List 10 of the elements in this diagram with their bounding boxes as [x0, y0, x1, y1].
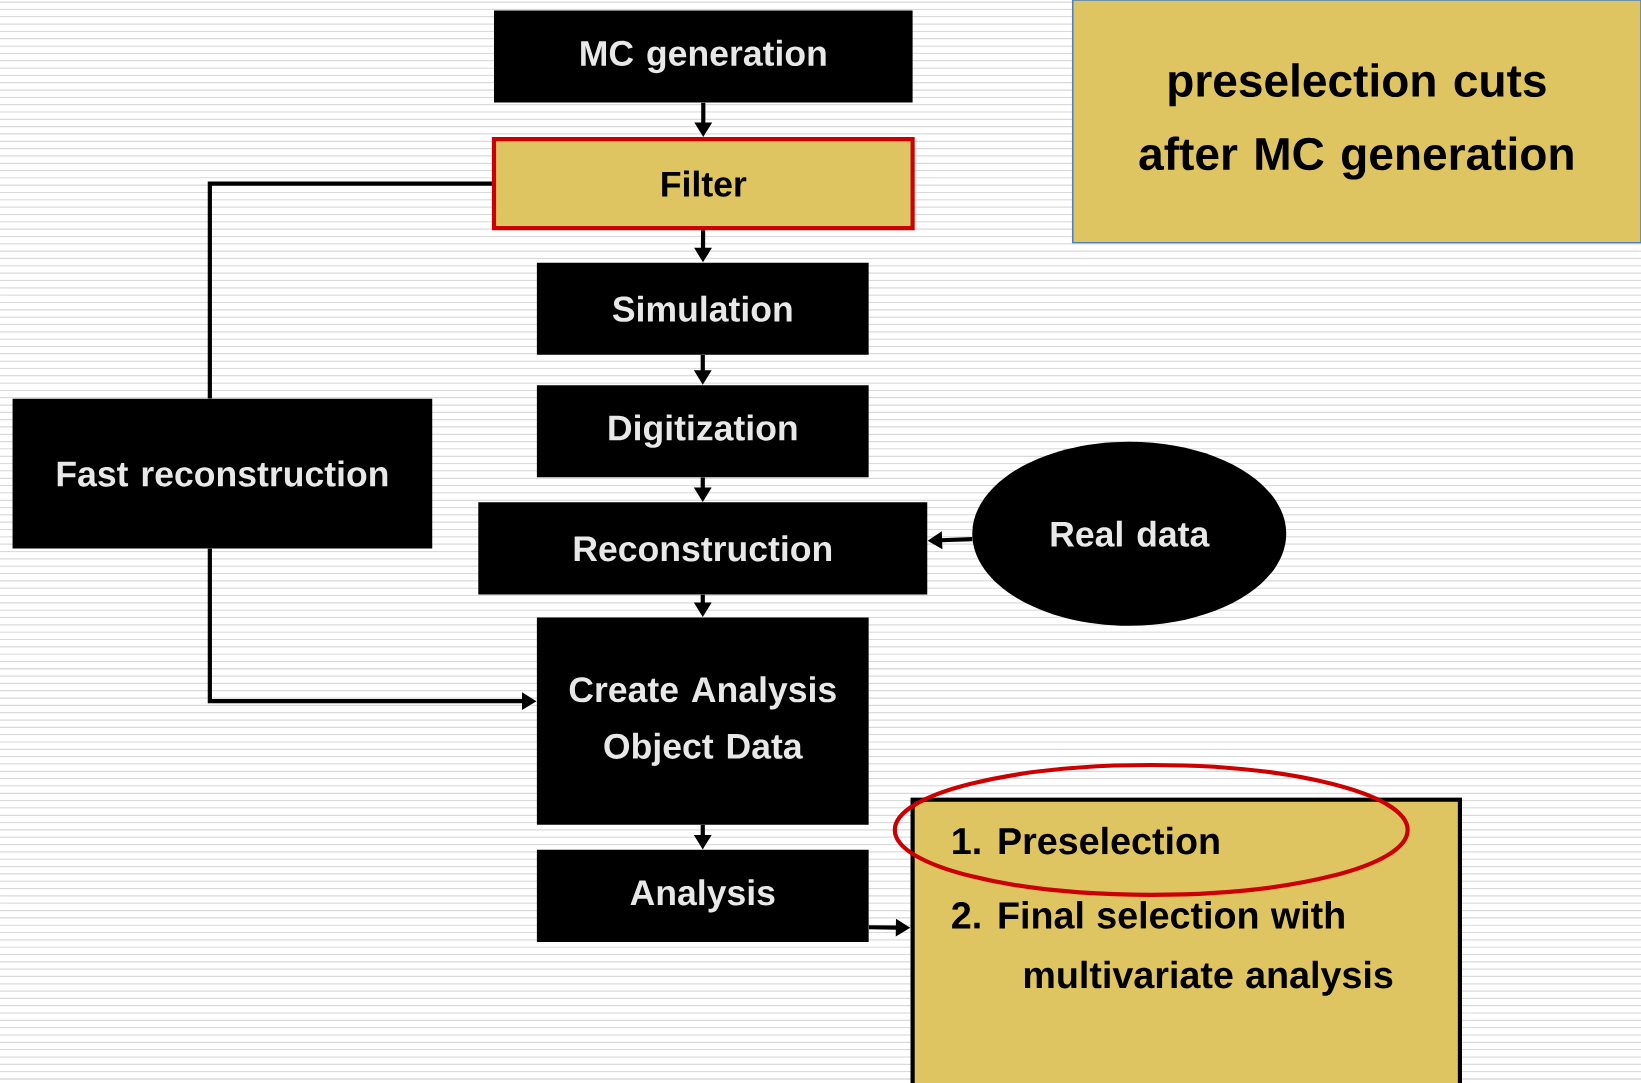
- process-box: Simulation: [536, 262, 869, 355]
- result-box: 1. Preselection 2. Final selection with multivariate analysis: [910, 797, 1463, 1083]
- process-box: Digitization: [536, 385, 869, 478]
- process-box: MC generation: [494, 10, 913, 103]
- process-box: Create Analysis Object Data: [536, 617, 869, 825]
- process-box: Filter: [491, 137, 915, 231]
- note-box: preselection cuts after MC generation: [1071, 0, 1641, 244]
- process-box: Reconstruction: [478, 502, 928, 595]
- process-box: Analysis: [536, 849, 869, 942]
- process-box: Fast reconstruction: [12, 398, 433, 549]
